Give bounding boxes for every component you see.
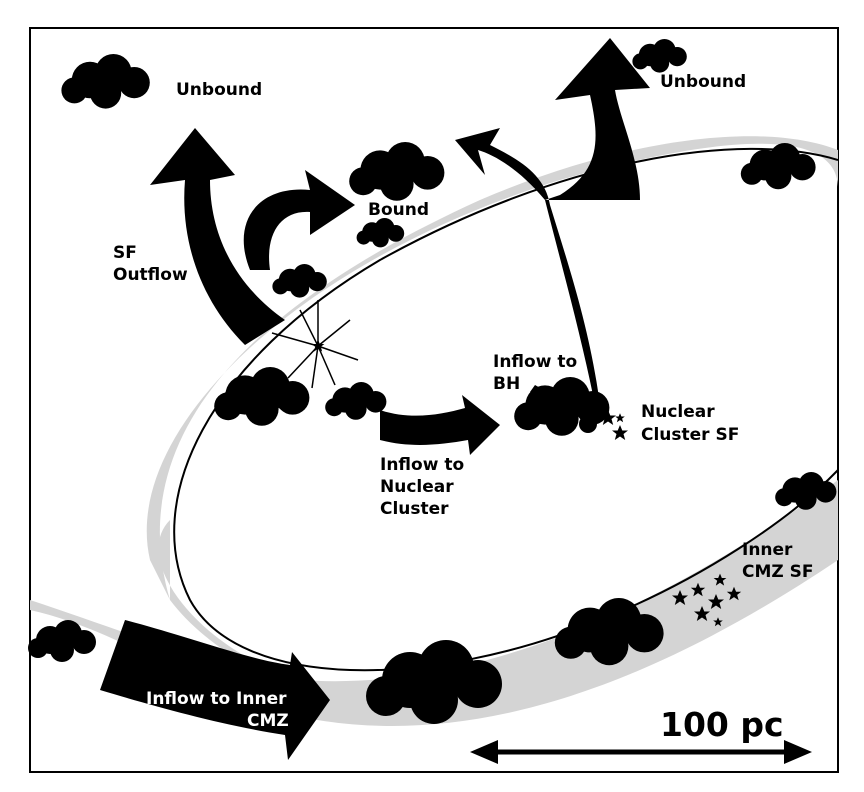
label-inflow-inner-1: Inflow to Inner bbox=[146, 689, 287, 709]
label-inflow-nuclear-2: Nuclear bbox=[380, 477, 454, 497]
label-sf-outflow-1: SF bbox=[113, 243, 137, 263]
label-inflow-bh-2: BH bbox=[493, 374, 520, 394]
label-agn-outflow-1: AGN bbox=[566, 198, 607, 218]
sf-bound-arrow bbox=[243, 170, 355, 270]
label-sf-outflow-2: Outflow bbox=[113, 265, 188, 285]
label-bound: Bound bbox=[368, 200, 429, 220]
label-unbound-right: Unbound bbox=[660, 72, 746, 92]
label-nuclear-sf-1: Nuclear bbox=[641, 402, 715, 422]
sf-outflow-arrow bbox=[150, 128, 285, 345]
cmz-orbit-line bbox=[173, 147, 838, 672]
inflow-nuclear-arrow bbox=[380, 395, 500, 455]
scale-bar bbox=[470, 740, 812, 764]
label-inflow-inner-2: CMZ bbox=[247, 711, 289, 731]
sf-burst bbox=[271, 300, 359, 389]
agn-outflow-arrow bbox=[455, 38, 650, 405]
black-hole bbox=[579, 415, 597, 433]
label-inflow-nuclear-3: Cluster bbox=[380, 499, 449, 519]
label-unbound-left: Unbound bbox=[176, 80, 262, 100]
label-inner-cmz-sf-2: CMZ SF bbox=[742, 562, 814, 582]
cmz-outer-band bbox=[30, 480, 838, 726]
scale-bar-label: 100 pc bbox=[660, 705, 784, 744]
label-nuclear-sf-2: Cluster SF bbox=[641, 425, 739, 445]
label-inflow-bh-1: Inflow to bbox=[493, 352, 577, 372]
label-inflow-nuclear-1: Inflow to bbox=[380, 455, 464, 475]
inflow-inner-arrow bbox=[100, 620, 330, 760]
inflow-bh-arrow bbox=[530, 385, 590, 420]
label-agn-outflow-2: Outflow bbox=[566, 221, 641, 241]
label-inner-cmz-sf-1: Inner bbox=[742, 540, 793, 560]
